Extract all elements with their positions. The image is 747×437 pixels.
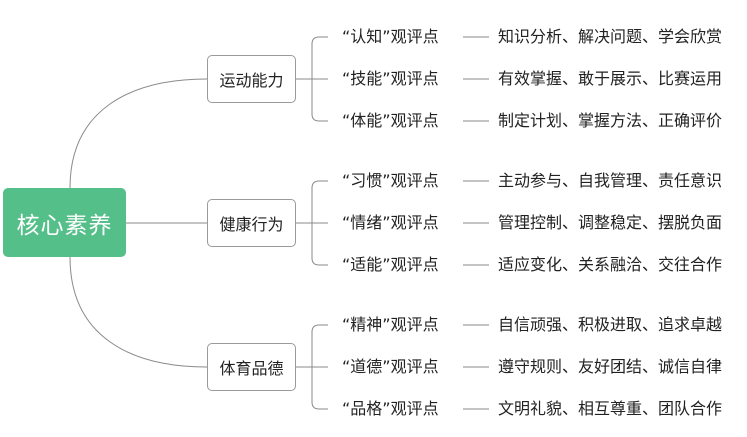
item-desc: 文明礼貌、相互尊重、团队合作	[498, 399, 723, 418]
item-desc: 有效掌握、敢于展示、比赛运用	[498, 69, 723, 88]
item-2-0[interactable]: “精神”观评点 自信顽强、积极进取、追求卓越	[342, 313, 722, 337]
item-2-1[interactable]: “道德”观评点 遵守规则、友好团结、诚信自律	[342, 355, 722, 379]
edge-cat-2	[296, 324, 328, 410]
item-0-2[interactable]: “体能”观评点 制定计划、掌握方法、正确评价	[342, 109, 722, 133]
item-label: “体能”观评点	[342, 111, 439, 130]
item-label: “品格”观评点	[342, 399, 439, 418]
item-desc: 适应变化、关系融洽、交往合作	[498, 255, 723, 274]
edge-root-cat-0	[69, 78, 208, 189]
item-dashes	[463, 36, 489, 410]
item-label: “情绪”观评点	[342, 213, 439, 232]
item-desc: 制定计划、掌握方法、正确评价	[498, 111, 723, 130]
category-node-0[interactable]: 运动能力	[207, 55, 296, 103]
item-label: “技能”观评点	[342, 69, 439, 88]
item-label: “道德”观评点	[342, 357, 439, 376]
item-1-0[interactable]: “习惯”观评点 主动参与、自我管理、责任意识	[342, 169, 722, 193]
edge-cat-0	[296, 36, 328, 122]
category-node-1[interactable]: 健康行为	[207, 199, 296, 247]
item-desc: 遵守规则、友好团结、诚信自律	[498, 357, 723, 376]
item-0-0[interactable]: “认知”观评点 知识分析、解决问题、学会欣赏	[342, 25, 722, 49]
edge-cat-1	[296, 180, 328, 266]
category-node-2[interactable]: 体育品德	[207, 343, 296, 391]
root-node[interactable]: 核心素养	[3, 188, 126, 257]
item-label: “习惯”观评点	[342, 171, 439, 190]
item-desc: 自信顽强、积极进取、追求卓越	[498, 315, 723, 334]
item-2-2[interactable]: “品格”观评点 文明礼貌、相互尊重、团队合作	[342, 397, 722, 421]
item-1-2[interactable]: “适能”观评点 适应变化、关系融洽、交往合作	[342, 253, 722, 277]
item-label: “认知”观评点	[342, 27, 439, 46]
item-desc: 管理控制、调整稳定、摆脱负面	[498, 213, 723, 232]
item-desc: 主动参与、自我管理、责任意识	[498, 171, 723, 190]
edge-root-cat-2	[69, 256, 208, 368]
item-desc: 知识分析、解决问题、学会欣赏	[498, 27, 723, 46]
item-0-1[interactable]: “技能”观评点 有效掌握、敢于展示、比赛运用	[342, 67, 722, 91]
item-1-1[interactable]: “情绪”观评点 管理控制、调整稳定、摆脱负面	[342, 211, 722, 235]
item-label: “适能”观评点	[342, 255, 439, 274]
item-label: “精神”观评点	[342, 315, 439, 334]
